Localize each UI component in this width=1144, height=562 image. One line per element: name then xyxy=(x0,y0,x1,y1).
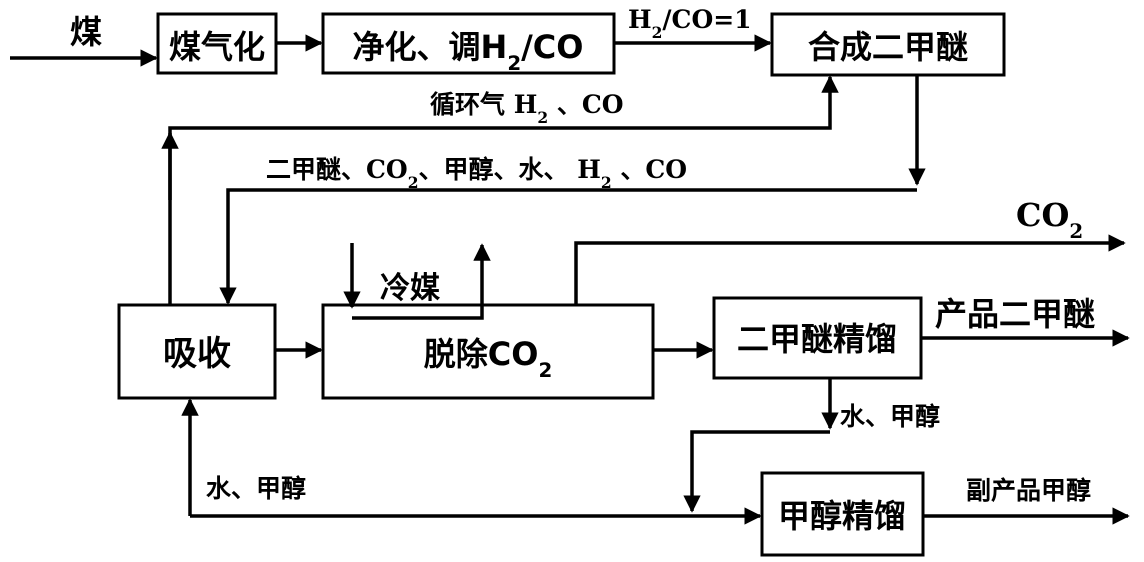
label-coolant: 冷媒 xyxy=(380,271,441,306)
node-coal-gasification-label: 煤气化 xyxy=(169,28,265,66)
label-synthesis-product-stream: 二甲醚、CO2、甲醇、水、 H2 、CO xyxy=(266,155,687,192)
label-co2-out: CO2 xyxy=(1016,196,1083,243)
node-absorption: 吸收 xyxy=(117,303,277,400)
label-recycle-gas: 循环气 H2 、CO xyxy=(430,90,624,127)
label-by-product-methanol: 副产品甲醇 xyxy=(966,476,1091,505)
label-water-methanol-left: 水、甲醇 xyxy=(206,474,306,503)
node-purification: 净化、调H2/CO xyxy=(321,12,616,75)
node-dme-synthesis: 合成二甲醚 xyxy=(770,12,1006,77)
node-methanol-distillation-label: 甲醇精馏 xyxy=(778,497,906,535)
label-h2-co-ratio: H2/CO=1 xyxy=(628,5,752,42)
water-methanol-to-mixer-arrow xyxy=(683,430,830,513)
node-co2-removal-label: 脱除CO2 xyxy=(424,335,553,382)
node-methanol-distillation: 甲醇精馏 xyxy=(760,471,925,557)
label-coal: 煤 xyxy=(70,13,102,51)
node-dme-distillation: 二甲醚精馏 xyxy=(712,296,923,380)
label-product-dme: 产品二甲醚 xyxy=(935,295,1095,333)
node-purification-label: 净化、调H2/CO xyxy=(353,28,584,75)
node-dme-distillation-label: 二甲醚精馏 xyxy=(737,320,897,358)
synthesis-product-to-absorption-arrow xyxy=(219,188,917,305)
coolant-out-arrow xyxy=(352,243,491,320)
recycle-gas-arrow xyxy=(168,75,839,305)
co2-vent-arrow xyxy=(574,234,1126,305)
label-water-methanol-right: 水、甲醇 xyxy=(840,402,940,431)
node-co2-removal: 脱除CO2 xyxy=(321,303,655,400)
node-coal-gasification: 煤气化 xyxy=(156,12,278,75)
node-dme-synthesis-label: 合成二甲醚 xyxy=(808,28,968,66)
node-absorption-label: 吸收 xyxy=(163,334,231,374)
